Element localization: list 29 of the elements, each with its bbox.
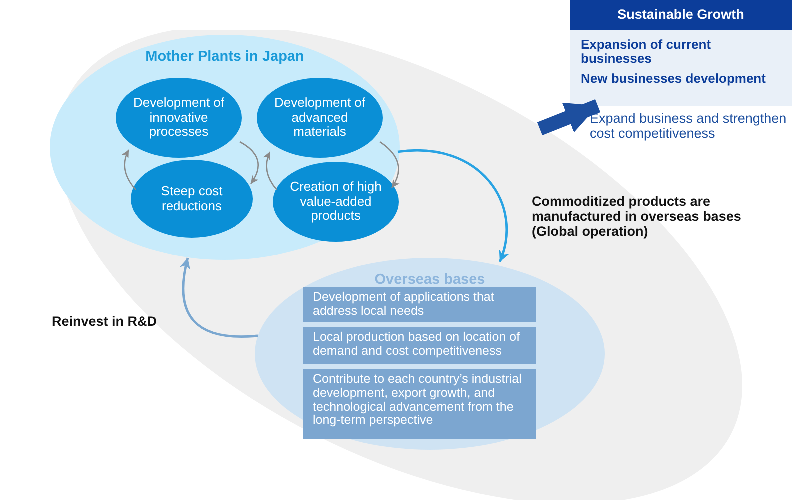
info-panel: Local production based on location of demand and cost competitiveness	[303, 327, 536, 364]
process-ellipse	[273, 162, 399, 242]
edge-label: Commoditized products are manufactured in overseas bases (Global operation)	[532, 195, 742, 240]
edge-label: Reinvest in R&D	[52, 315, 158, 330]
card-header: Sustainable Growth	[570, 0, 792, 30]
group-title: Overseas bases	[374, 272, 486, 288]
arrow	[380, 141, 400, 188]
arrow	[398, 149, 509, 262]
arrow	[240, 141, 259, 184]
group-ellipse	[255, 258, 605, 450]
process-text: Steep cost reductions	[160, 184, 224, 214]
process-text: Development of innovative processes	[132, 96, 226, 140]
process-ellipse	[116, 78, 242, 158]
process-text: Development of advanced materials	[273, 96, 367, 140]
info-panel: Contribute to each country’s industrial development, export growth, and technological advancement from the long-term perspective	[303, 369, 536, 439]
card-item: New businesses development	[581, 72, 767, 86]
edge-label: Expand business and strengthen cost competitiveness	[590, 112, 788, 142]
card-item: Expansion of current businesses	[581, 38, 712, 66]
arrow	[537, 100, 601, 136]
info-panel: Development of applications that address local needs	[303, 287, 536, 322]
process-ellipse	[257, 78, 383, 158]
group-title: Mother Plants in Japan	[146, 49, 304, 65]
arrow	[122, 150, 136, 190]
process-text: Creation of high value-added products	[289, 180, 383, 224]
process-ellipse	[131, 160, 253, 238]
group-ellipse	[50, 35, 400, 260]
arrow	[180, 258, 258, 338]
result-card	[570, 0, 792, 106]
arrow	[263, 152, 278, 190]
